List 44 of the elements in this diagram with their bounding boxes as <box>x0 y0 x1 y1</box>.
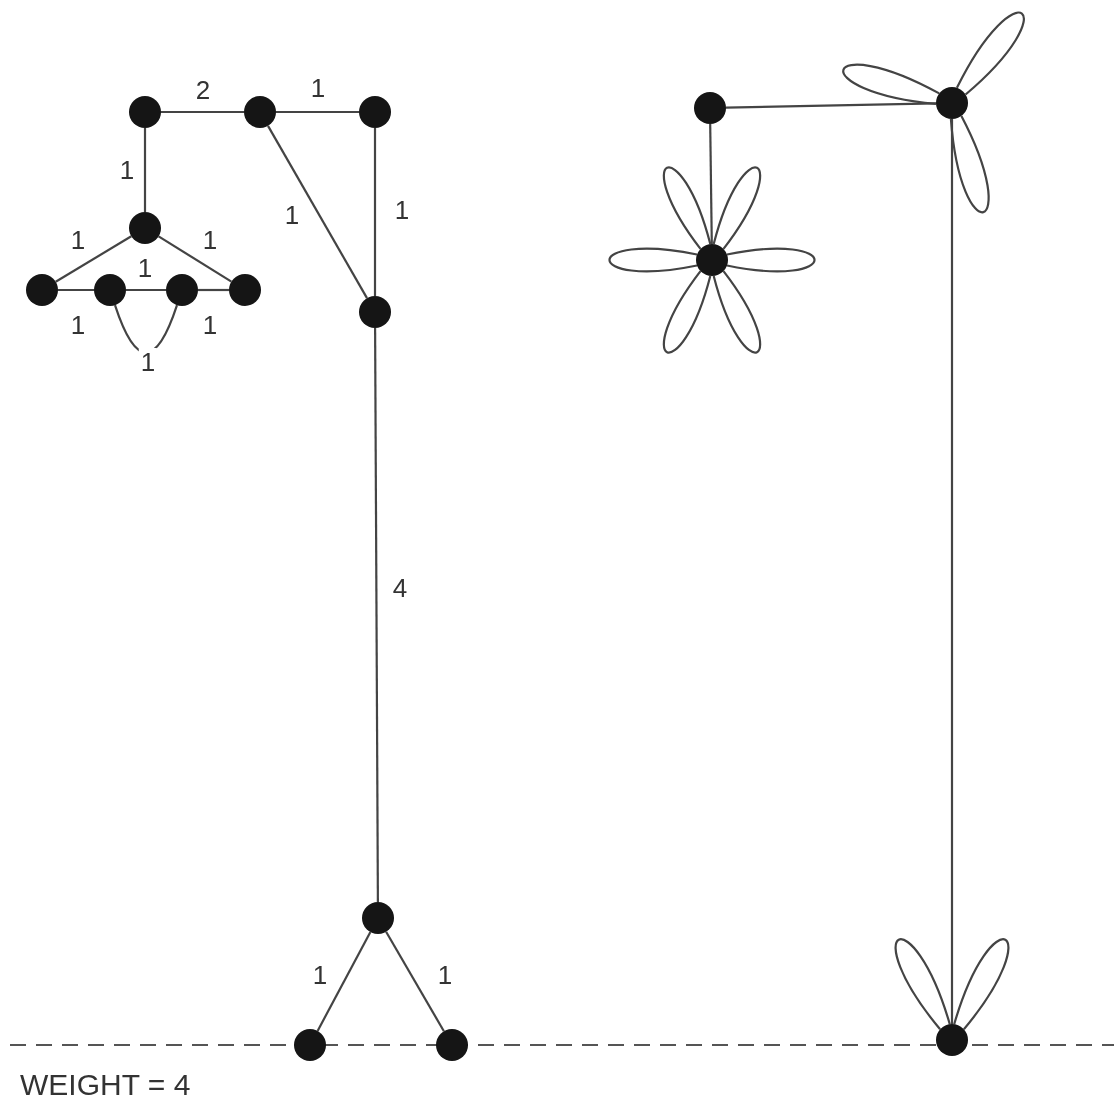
edge-line <box>55 235 132 283</box>
edge-line <box>950 119 954 1024</box>
vertex-dot <box>26 274 58 306</box>
edge-line <box>143 128 147 212</box>
loop-edge <box>894 938 951 1030</box>
loop-edge <box>726 247 816 273</box>
loop-edge <box>842 63 940 105</box>
edge-line <box>385 931 445 1032</box>
loop-edge <box>953 938 1010 1030</box>
loop-edge <box>712 270 761 354</box>
vertex-dot <box>129 96 161 128</box>
vertex-dot <box>166 274 198 306</box>
vertex-dot <box>359 296 391 328</box>
vertex-dot <box>362 902 394 934</box>
loop-edge <box>663 166 712 250</box>
edge-line <box>373 128 377 296</box>
loop-edge <box>608 247 698 273</box>
edge-line <box>316 931 372 1032</box>
vertex-dot <box>436 1029 468 1061</box>
loop-edge <box>955 11 1025 96</box>
edge-line <box>58 288 94 292</box>
edge-line <box>725 102 937 109</box>
vertex-dot <box>936 87 968 119</box>
edge-line <box>374 328 379 902</box>
vertex-dot <box>936 1024 968 1056</box>
loop-edge <box>663 270 712 354</box>
loop-edge <box>712 166 761 250</box>
edge-line <box>709 124 713 244</box>
edge-line <box>267 125 368 299</box>
graph-weight-caption: WEIGHT = 4 <box>20 1068 191 1102</box>
vertex-dot <box>694 92 726 124</box>
edge-line <box>161 110 244 114</box>
vertex-dot <box>294 1029 326 1061</box>
edge-line <box>158 235 232 283</box>
vertex-dot <box>229 274 261 306</box>
edge-line <box>198 288 229 292</box>
vertex-dot <box>244 96 276 128</box>
vertex-dot <box>94 274 126 306</box>
edge-line <box>276 110 359 114</box>
edge-line <box>126 288 166 292</box>
vertex-dot <box>359 96 391 128</box>
loop-edge <box>949 115 990 213</box>
vertex-dot <box>129 212 161 244</box>
vertex-dot <box>696 244 728 276</box>
